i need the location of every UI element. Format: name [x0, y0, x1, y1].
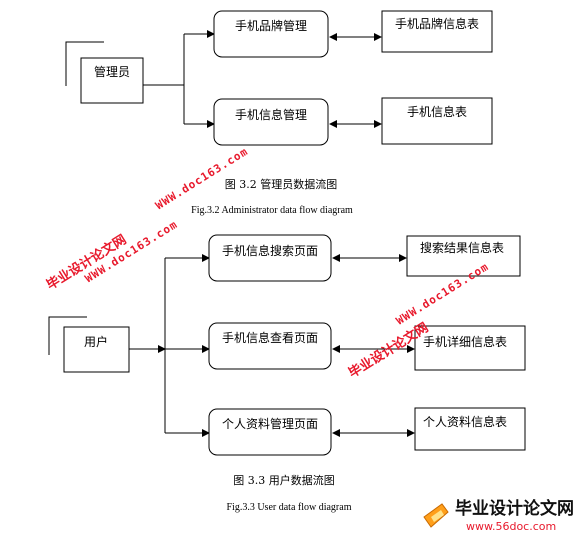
flow-user-to-processes: [129, 254, 210, 437]
process-phone-view-page: 手机信息查看页面: [208, 322, 332, 370]
caption-en: Fig.3.2 Administrator data flow diagram: [191, 205, 353, 216]
external-entity-admin: 管理员: [65, 41, 144, 104]
store-brand-table: 手机品牌信息表: [381, 10, 493, 53]
process-label: 个人资料管理页面: [222, 416, 318, 431]
process-brand-management: 手机品牌管理: [213, 10, 329, 58]
store-label: 手机详细信息表: [423, 334, 507, 349]
watermark-left: 毕业设计论文网 WWW.doc163.com: [44, 218, 180, 294]
diagram-admin: 管理员 手机品牌管理 手机信息管理 手机品牌信息表 手机信息表: [65, 10, 493, 216]
external-entity-user: 用户: [48, 316, 130, 373]
logo-url: www.56doc.com: [466, 520, 556, 533]
store-profile-table: 个人资料信息表: [414, 407, 526, 451]
caption-cn: 图 3.2 管理员数据流图: [225, 177, 338, 191]
process-phone-search-page: 手机信息搜索页面: [208, 234, 332, 282]
caption-cn: 图 3.3 用户数据流图: [233, 473, 335, 487]
store-label: 个人资料信息表: [423, 414, 507, 429]
diagram-user: 用户 手机信息搜索页面 手机信息查看页面 个人资料管理页面 搜索结果信息表: [48, 234, 526, 513]
flow-admin-to-processes: [143, 30, 215, 128]
process-label: 手机品牌管理: [235, 18, 307, 33]
logo-mark-icon: [423, 503, 449, 528]
store-search-result-table: 搜索结果信息表: [406, 235, 521, 277]
store-phone-info-table: 手机信息表: [381, 97, 493, 145]
actor-label: 用户: [84, 334, 108, 349]
caption-en: Fig.3.3 User data flow diagram: [227, 502, 352, 513]
store-label: 手机品牌信息表: [395, 16, 479, 31]
process-label: 手机信息管理: [235, 107, 307, 122]
store-phone-detail-table: 手机详细信息表: [414, 325, 526, 371]
actor-label: 管理员: [94, 64, 130, 79]
process-profile-management-page: 个人资料管理页面: [208, 408, 332, 456]
store-label: 手机信息表: [407, 104, 467, 119]
process-label: 手机信息查看页面: [222, 330, 318, 345]
process-label: 手机信息搜索页面: [222, 243, 318, 258]
process-phone-info-management: 手机信息管理: [213, 98, 329, 146]
site-logo: 毕业设计论文网 www.56doc.com: [423, 498, 574, 533]
store-label: 搜索结果信息表: [420, 240, 504, 255]
logo-name: 毕业设计论文网: [455, 498, 574, 519]
